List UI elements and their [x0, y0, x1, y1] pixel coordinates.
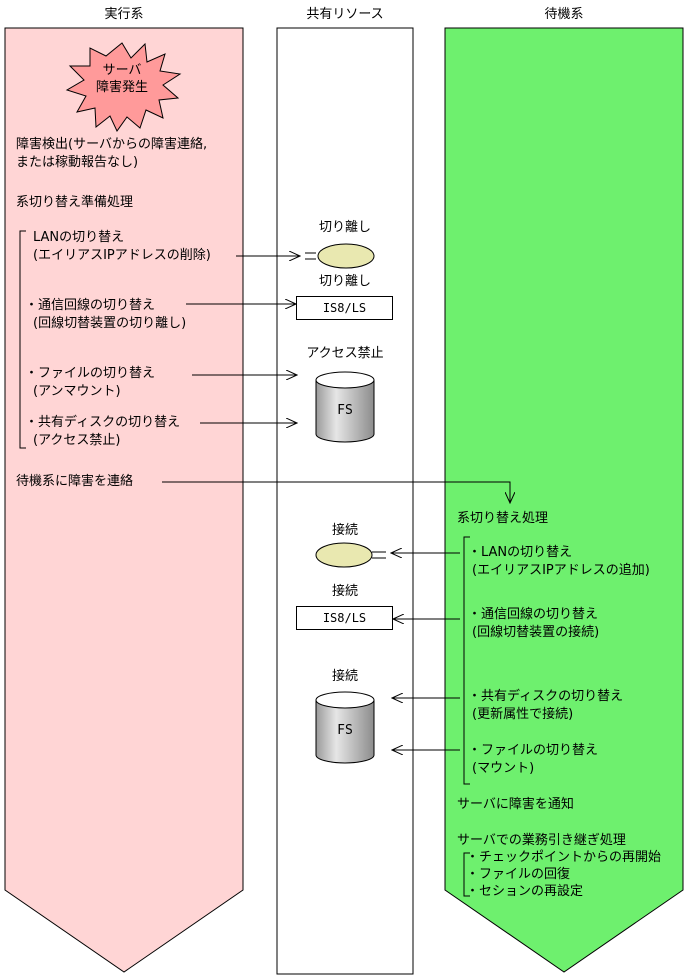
- fs-cylinder-2: [315, 691, 375, 764]
- standby-bracket: [463, 536, 470, 785]
- fs-label-2: FS: [337, 723, 353, 738]
- comm-connect-label: 接続: [331, 584, 358, 599]
- burst-line2: 障害発生: [95, 80, 148, 95]
- active-item-comm-1: ・通信回線の切り替え: [25, 298, 156, 313]
- header-standby: 待機系: [544, 7, 584, 22]
- header-shared: 共有リソース: [306, 7, 384, 22]
- takeover-label: サーバでの業務引き継ぎ処理: [457, 833, 626, 848]
- active-item-lan-2: (エイリアスIPアドレスの削除): [33, 248, 211, 263]
- is8ls-box-connected: IS8/LS: [296, 606, 393, 630]
- detect-line1: 障害検出(サーバからの障害連絡,: [16, 137, 208, 152]
- standby-item-lan-2: (エイリアスIPアドレスの追加): [472, 563, 650, 578]
- takeover-sub-1: ・チェックポイントからの再開始: [466, 850, 662, 865]
- access-ban-label: アクセス禁止: [306, 346, 384, 361]
- prep-label: 系切り替え準備処理: [16, 195, 134, 210]
- active-item-file-2: (アンマウント): [33, 384, 121, 399]
- active-item-comm-2: (回線切替装置の切り離し): [33, 316, 187, 331]
- standby-item-disk-1: ・共有ディスクの切り替え: [468, 689, 624, 704]
- standby-item-comm-1: ・通信回線の切り替え: [468, 607, 599, 622]
- active-item-disk-2: (アクセス禁止): [33, 433, 121, 448]
- lan-ellipse-connected: [315, 542, 373, 568]
- active-lane: [4, 27, 244, 973]
- takeover-bracket: [463, 852, 470, 897]
- lan-connect-label: 接続: [331, 523, 358, 538]
- detect-line2: または稼動報告なし): [16, 155, 139, 170]
- fs-cylinder-1: [315, 371, 375, 443]
- active-item-disk-1: ・共有ディスクの切り替え: [25, 415, 181, 430]
- standby-item-comm-2: (回線切替装置の接続): [472, 625, 600, 640]
- shared-lane: [276, 27, 414, 975]
- lan-detach-label: 切り離し: [318, 220, 371, 235]
- active-bracket: [19, 230, 26, 449]
- standby-item-lan-1: ・LANの切り替え: [468, 545, 573, 560]
- standby-item-file-2: (マウント): [472, 761, 535, 776]
- lan-ellipse-detached: [317, 243, 375, 269]
- takeover-sub-2: ・ファイルの回復: [466, 867, 571, 882]
- server-notify-label: サーバに障害を通知: [457, 797, 574, 812]
- takeover-sub-3: ・セションの再設定: [466, 884, 584, 899]
- active-item-file-1: ・ファイルの切り替え: [25, 366, 156, 381]
- standby-switch-label: 系切り替え処理: [457, 511, 549, 526]
- standby-item-file-1: ・ファイルの切り替え: [468, 743, 599, 758]
- header-active: 実行系: [104, 7, 144, 22]
- comm-detach-label: 切り離し: [318, 274, 371, 289]
- disk-connect-label: 接続: [331, 669, 358, 684]
- fs-label-1: FS: [337, 403, 353, 418]
- failure-burst-icon: [65, 42, 182, 132]
- burst-line1: サーバ: [102, 63, 142, 78]
- active-item-lan-1: LANの切り替え: [33, 230, 125, 245]
- standby-item-disk-2: (更新属性で接続): [472, 707, 574, 722]
- is8ls-box-detached: IS8/LS: [296, 296, 393, 320]
- notify-standby: 待機系に障害を連絡: [16, 474, 134, 489]
- standby-lane: [444, 27, 684, 973]
